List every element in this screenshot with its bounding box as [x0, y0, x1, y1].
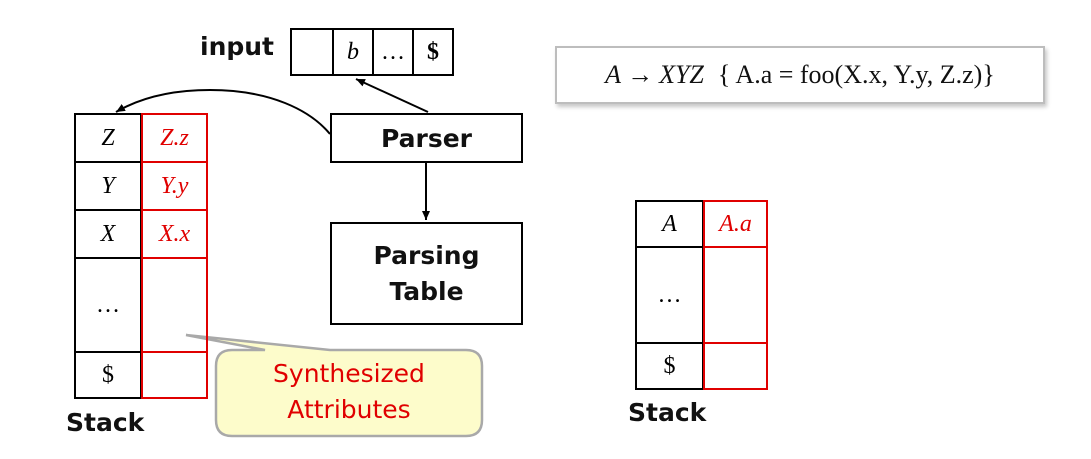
input-label: input: [200, 32, 275, 61]
production-lhs: A: [605, 60, 622, 89]
right-stack-attr-a: A.a: [703, 200, 768, 248]
stack-symbol-z: Z: [74, 113, 142, 163]
stack-attr-y: Y.y: [141, 161, 208, 211]
callout-line2: Attributes: [287, 395, 411, 424]
parser-label: Parser: [380, 123, 472, 153]
right-stack-symbol-ellipsis: …: [635, 246, 704, 344]
production-action: { A.a = foo(X.x, Y.y, Z.z)}: [717, 60, 995, 89]
callout-text: Synthesized Attributes: [216, 356, 482, 428]
production-arrow: →: [627, 60, 654, 89]
parser-box: Parser: [330, 113, 523, 163]
right-stack-symbol-a: A: [635, 200, 704, 248]
stack-symbol-y: Y: [74, 161, 142, 211]
callout-shape: [185, 333, 484, 438]
right-stack-attr-empty-1: [703, 246, 768, 344]
input-cell-blank: [290, 28, 334, 76]
callout-line1: Synthesized: [273, 359, 425, 388]
input-cell-ellipsis: …: [372, 28, 414, 76]
parsing-table-line2: Table: [389, 276, 464, 306]
production-rule-box: A → XYZ { A.a = foo(X.x, Y.y, Z.z)}: [555, 46, 1045, 104]
stack-attr-empty-2: [141, 351, 208, 399]
right-stack-attr-empty-2: [703, 342, 768, 390]
parsing-table-line1: Parsing: [373, 240, 480, 270]
stack-symbol-ellipsis: …: [74, 257, 142, 353]
parser-to-input-arrow: [355, 78, 429, 113]
input-cell-b: b: [332, 28, 374, 76]
stack-attr-x: X.x: [141, 209, 208, 259]
right-stack-symbol-bottom: $: [635, 342, 704, 390]
stack-symbol-bottom: $: [74, 351, 142, 399]
parser-to-stack-arrow: [115, 88, 331, 135]
stack-attr-z: Z.z: [141, 113, 208, 163]
right-stack-label: Stack: [628, 398, 707, 427]
input-cell-dollar: $: [412, 28, 454, 76]
stack-symbol-x: X: [74, 209, 142, 259]
parsing-table-box: Parsing Table: [330, 222, 523, 325]
production-rhs: XYZ: [659, 60, 704, 89]
stack-attr-empty-1: [141, 257, 208, 353]
left-stack-label: Stack: [66, 408, 145, 437]
